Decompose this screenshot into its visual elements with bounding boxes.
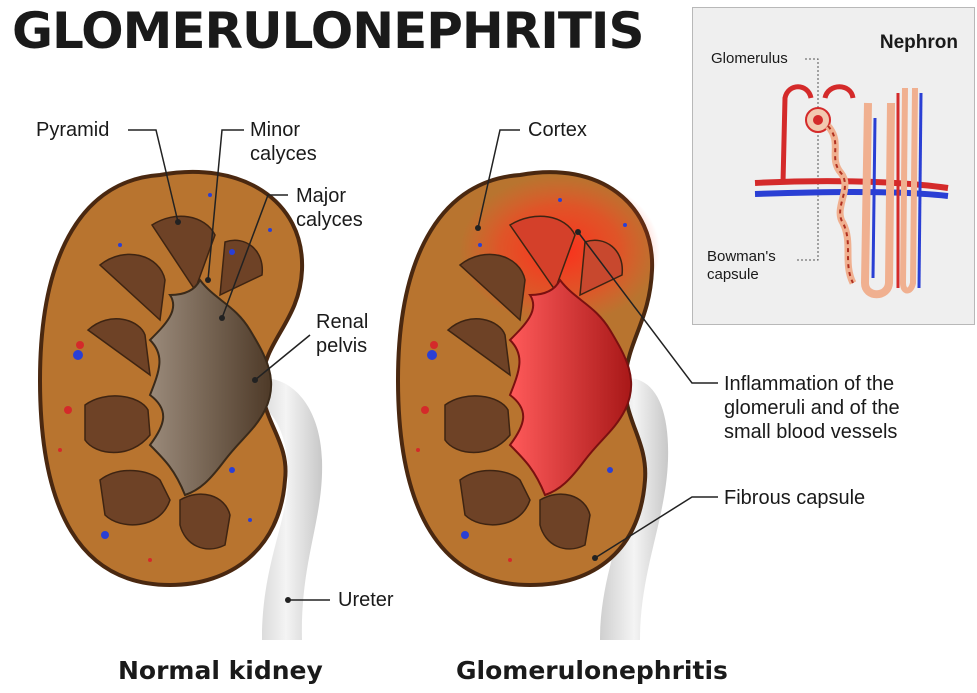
label-major-calyces-line1: Major — [296, 184, 363, 208]
label-minor-calyces: Minor calyces — [250, 118, 317, 166]
label-minor-calyces-line1: Minor — [250, 118, 317, 142]
label-minor-calyces-line2: calyces — [250, 142, 317, 166]
caption-normal-kidney: Normal kidney — [118, 656, 323, 685]
label-fibrous-capsule: Fibrous capsule — [724, 486, 865, 510]
label-ureter: Ureter — [338, 588, 394, 612]
glomerulonephritis-kidney — [398, 172, 668, 640]
label-inflammation-line2: glomeruli and of the — [724, 396, 900, 420]
label-renal-pelvis-line1: Renal — [316, 310, 368, 334]
label-renal-pelvis: Renal pelvis — [316, 310, 368, 358]
label-major-calyces: Major calyces — [296, 184, 363, 232]
label-inflammation-line1: Inflammation of the — [724, 372, 900, 396]
label-pyramid: Pyramid — [36, 118, 109, 142]
nephron-diagram — [693, 8, 976, 326]
label-inflammation-line3: small blood vessels — [724, 420, 900, 444]
label-renal-pelvis-line2: pelvis — [316, 334, 368, 358]
label-major-calyces-line2: calyces — [296, 208, 363, 232]
label-inflammation: Inflammation of the glomeruli and of the… — [724, 372, 900, 444]
label-cortex: Cortex — [528, 118, 587, 142]
nephron-inset: Nephron Glomerulus Bowman's capsule — [692, 7, 975, 325]
normal-kidney — [40, 172, 322, 640]
caption-glomerulonephritis: Glomerulonephritis — [456, 656, 728, 685]
